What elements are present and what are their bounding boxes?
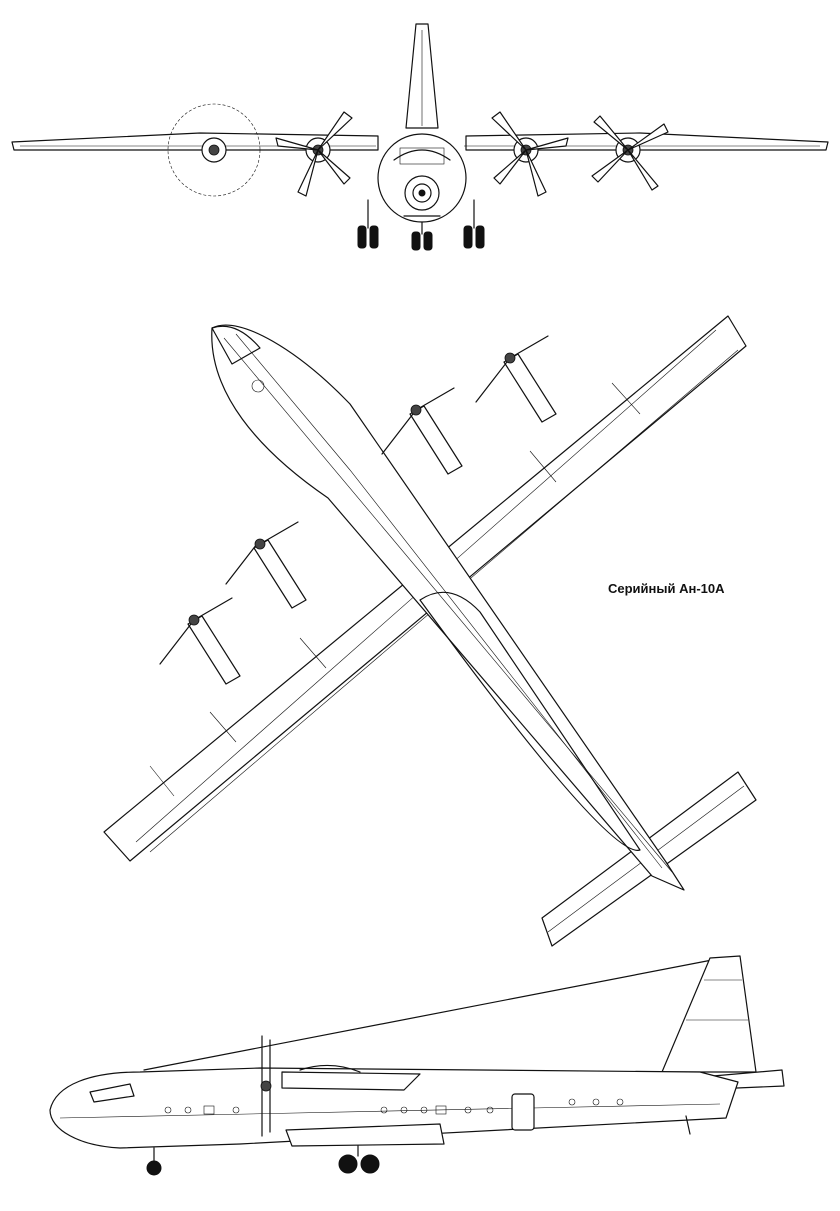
side-windows [164,1098,624,1115]
side-view [49,955,785,1176]
caption-label: Серийный Ан-10А [608,581,725,596]
top-view [103,315,757,947]
front-view [11,23,829,251]
